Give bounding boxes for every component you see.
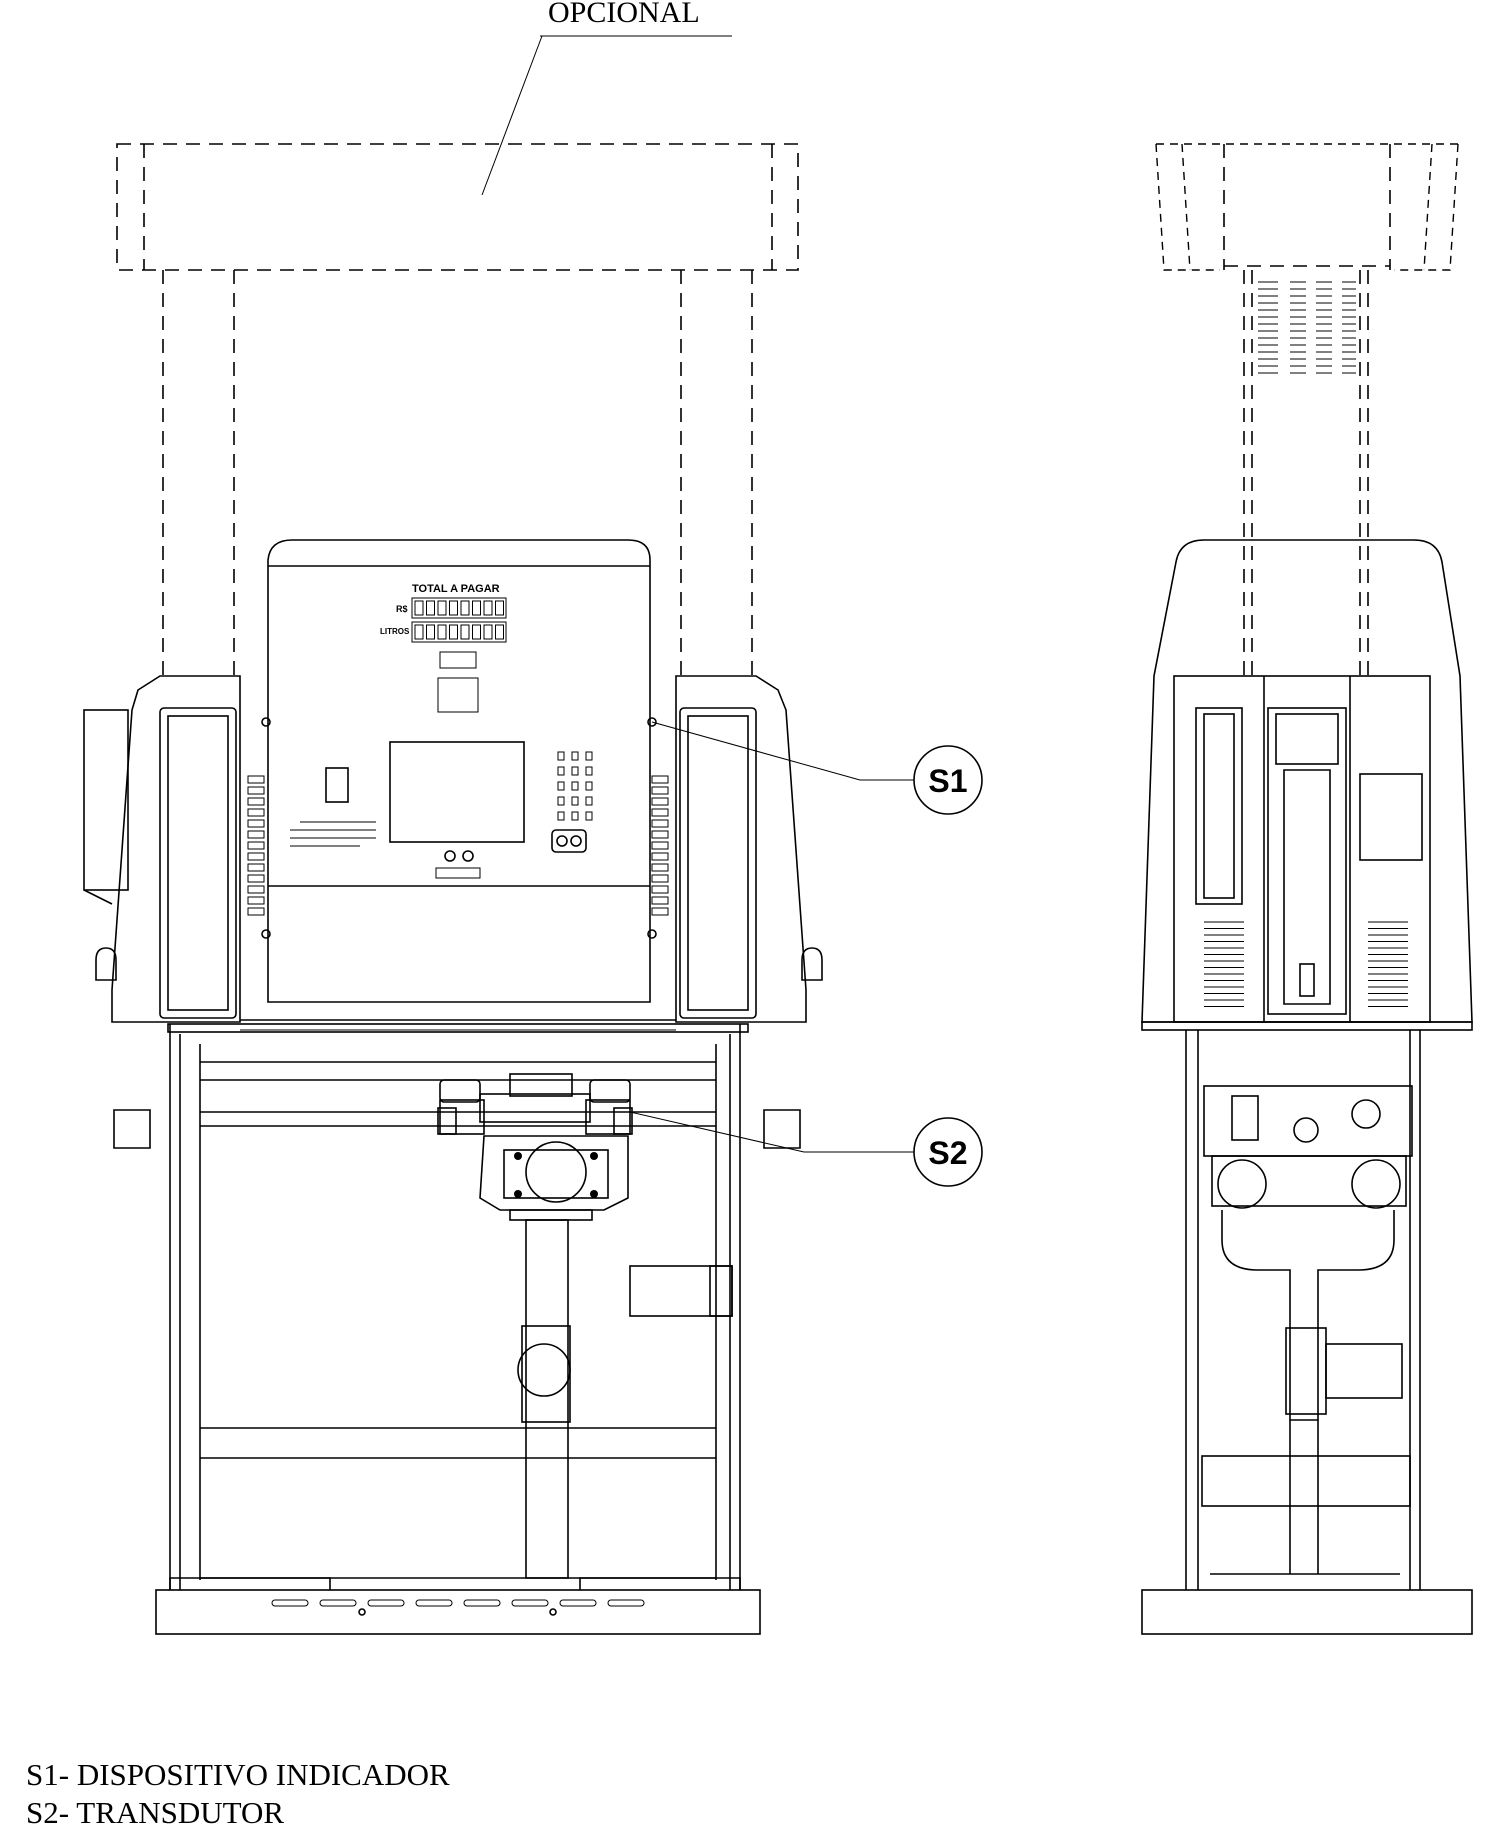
optional-callout: OPCIONAL	[481, 0, 732, 196]
digit-cell	[472, 624, 481, 640]
keypad-key	[585, 751, 593, 761]
digit-cell	[483, 600, 493, 616]
louver-slot	[247, 907, 265, 916]
digit-cell	[437, 600, 447, 616]
louver-slot	[247, 808, 265, 817]
digit-cell	[426, 600, 435, 616]
front-right-side-panel	[675, 675, 823, 1023]
base-slot	[319, 1599, 357, 1607]
front-screen	[290, 741, 525, 879]
base-slot	[271, 1599, 309, 1607]
base-slot	[559, 1599, 597, 1607]
louver-slot	[247, 896, 265, 905]
base-slot	[511, 1599, 549, 1607]
louver-slot	[651, 797, 669, 806]
front-meter-assembly	[437, 1073, 733, 1579]
keypad-key	[585, 781, 593, 791]
digit-cell	[472, 600, 481, 616]
louver-slot	[247, 874, 265, 883]
keypad-key	[585, 766, 593, 776]
base-slot	[415, 1599, 453, 1607]
louver-slot	[651, 841, 669, 850]
digit-cell	[460, 624, 470, 640]
side-lower-frame	[1141, 1021, 1473, 1635]
keypad-key	[571, 781, 579, 791]
keypad-key	[571, 766, 579, 776]
side-view	[1141, 143, 1473, 1635]
front-canopy-dashed	[116, 143, 799, 676]
digit-cell	[495, 600, 504, 616]
keypad-key	[571, 751, 579, 761]
louver-slot	[651, 896, 669, 905]
louver-slot	[651, 863, 669, 872]
legend-item-s1: S1- DISPOSITIVO INDICADOR	[26, 1757, 450, 1792]
keypad-key	[557, 781, 565, 791]
louver-slot	[651, 874, 669, 883]
louver-slot	[247, 775, 265, 784]
digit-cell	[460, 600, 470, 616]
front-instruction-lines	[290, 821, 376, 847]
keypad-key	[557, 811, 565, 821]
louver-slot	[247, 885, 265, 894]
louver-slot	[651, 819, 669, 828]
front-keypad	[551, 751, 593, 853]
louver-slot	[651, 775, 669, 784]
louver-slot	[651, 885, 669, 894]
louver-slot	[247, 841, 265, 850]
base-slot	[463, 1599, 501, 1607]
digit-cell	[449, 600, 458, 616]
louver-slot	[247, 797, 265, 806]
digit-cell	[426, 624, 435, 640]
digit-cell	[437, 624, 447, 640]
front-head-louvers	[247, 775, 669, 916]
digit-cell	[449, 624, 458, 640]
legend-item-s2: S2- TRANSDUTOR	[26, 1795, 285, 1830]
louver-slot	[247, 786, 265, 795]
louver-slot	[651, 830, 669, 839]
keypad-key	[557, 751, 565, 761]
digit-cell	[483, 624, 493, 640]
front-lower-frame	[113, 1023, 801, 1635]
digit-cell	[414, 624, 424, 640]
s2-label: S2	[928, 1135, 967, 1171]
front-head-housing	[267, 539, 651, 1003]
digit-cell	[495, 624, 504, 640]
liters-label: LITROS	[380, 627, 410, 636]
base-slot	[607, 1599, 645, 1607]
side-canopy-dashed	[1155, 143, 1459, 676]
front-left-side-panel	[83, 675, 241, 1023]
keypad-key	[571, 811, 579, 821]
base-slot	[367, 1599, 405, 1607]
s1-callout: S1	[651, 721, 983, 815]
louver-slot	[247, 819, 265, 828]
louver-slot	[247, 863, 265, 872]
louver-slot	[247, 852, 265, 861]
keypad-key	[585, 796, 593, 806]
digit-cell	[414, 600, 424, 616]
keypad-key	[585, 811, 593, 821]
optional-label: OPCIONAL	[548, 0, 700, 29]
louver-slot	[651, 786, 669, 795]
keypad-key	[557, 766, 565, 776]
keypad-key	[557, 796, 565, 806]
louver-slot	[651, 852, 669, 861]
keypad-key	[571, 796, 579, 806]
price-display: TOTAL A PAGAR R$ LITROS	[380, 583, 507, 713]
louver-slot	[247, 830, 265, 839]
total-to-pay-label: TOTAL A PAGAR	[412, 583, 500, 595]
front-view: TOTAL A PAGAR R$ LITROS	[83, 143, 823, 1635]
legend: S1- DISPOSITIVO INDICADOR S2- TRANSDUTOR	[26, 1756, 450, 1832]
louver-slot	[651, 808, 669, 817]
louver-slot	[651, 907, 669, 916]
s1-label: S1	[928, 763, 967, 799]
side-body	[1141, 539, 1473, 1023]
s2-callout: S2	[629, 1111, 983, 1187]
currency-label: R$	[396, 604, 408, 614]
